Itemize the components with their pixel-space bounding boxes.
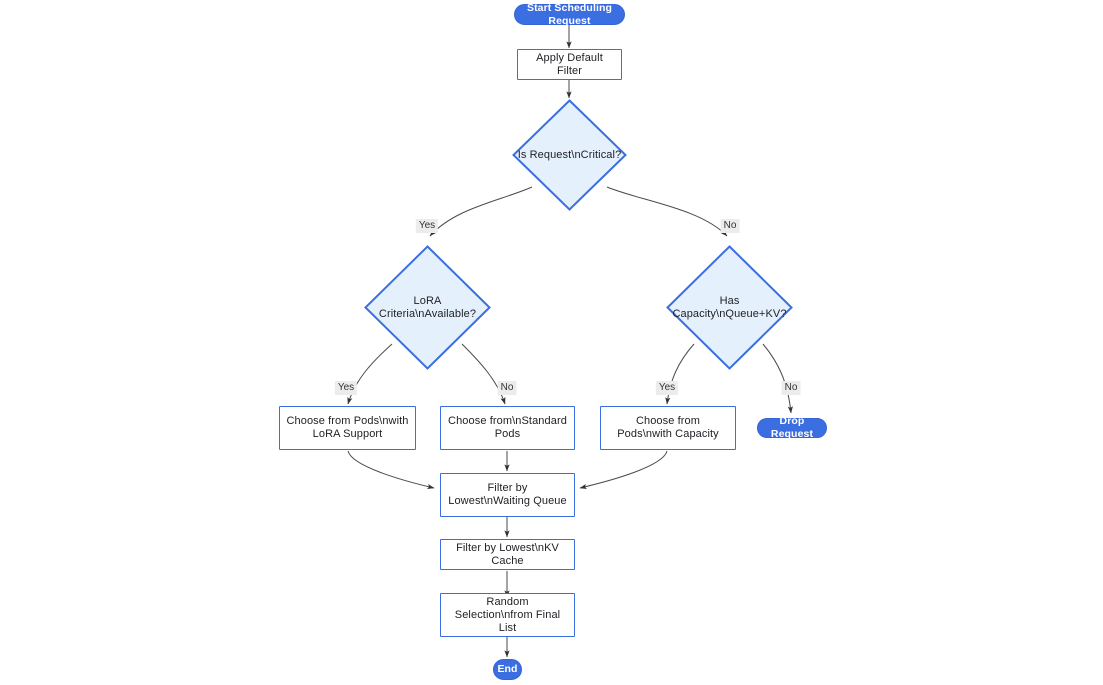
edge-capacity-to-drop-request <box>762 343 793 414</box>
node-choose-standard-label: Choose from\nStandard Pods <box>448 415 567 440</box>
edge-label-capacity-no: No <box>781 381 801 395</box>
edge-label-lora-yes: Yes <box>334 381 358 395</box>
node-drop-request[interactable]: Drop Request <box>757 415 827 440</box>
node-end-label: End <box>497 663 518 675</box>
diamond-shape-capacity <box>666 245 793 370</box>
node-choose-from-pods-with-capacity[interactable]: Choose from Pods\nwith Capacity <box>600 406 736 450</box>
edge-choose-capacity-to-filter-queue <box>579 450 668 490</box>
edge-capacity-to-choose-capacity <box>665 343 695 405</box>
node-filter-kv-label: Filter by Lowest\nKV Cache <box>456 541 559 567</box>
node-choose-from-pods-with-lora-support[interactable]: Choose from Pods\nwith LoRA Support <box>279 406 416 450</box>
edge-label-critical-yes: Yes <box>415 219 439 233</box>
node-apply-default-filter-label: Apply Default Filter <box>536 51 603 77</box>
node-choose-from-standard-pods[interactable]: Choose from\nStandard Pods <box>440 406 575 450</box>
node-apply-default-filter[interactable]: Apply Default Filter <box>517 49 622 80</box>
node-end[interactable]: End <box>493 659 522 680</box>
node-filter-queue-label: Filter by Lowest\nWaiting Queue <box>448 482 567 507</box>
node-is-request-critical[interactable]: Is Request\nCritical? <box>512 99 627 211</box>
diamond-shape-is-critical <box>512 99 627 211</box>
node-drop-request-label: Drop Request <box>770 415 814 440</box>
node-start-label: Start Scheduling Request <box>526 1 613 27</box>
edge-is-critical-to-lora <box>429 186 533 237</box>
edge-is-critical-to-capacity <box>606 186 728 237</box>
edge-label-capacity-yes: Yes <box>655 381 679 395</box>
node-has-capacity[interactable]: Has Capacity\nQueue+KV? <box>666 245 793 370</box>
node-random-selection-from-final-list[interactable]: Random Selection\nfrom Final List <box>440 593 575 637</box>
edge-lora-to-choose-standard <box>461 343 506 405</box>
node-filter-by-lowest-kv-cache[interactable]: Filter by Lowest\nKV Cache <box>440 539 575 570</box>
edge-label-lora-no: No <box>497 381 517 395</box>
node-random-selection-label: Random Selection\nfrom Final List <box>454 595 561 634</box>
diamond-shape-lora <box>364 245 491 370</box>
edge-lora-to-choose-lora <box>347 343 393 405</box>
node-filter-by-lowest-waiting-queue[interactable]: Filter by Lowest\nWaiting Queue <box>440 473 575 517</box>
node-choose-lora-label: Choose from Pods\nwith LoRA Support <box>286 415 409 440</box>
edge-label-critical-no: No <box>720 219 740 233</box>
node-choose-capacity-label: Choose from Pods\nwith Capacity <box>617 415 719 440</box>
node-start[interactable]: Start Scheduling Request <box>514 1 625 27</box>
node-lora-criteria-available[interactable]: LoRA Criteria\nAvailable? <box>364 245 491 370</box>
edge-choose-lora-to-filter-queue <box>347 450 435 490</box>
